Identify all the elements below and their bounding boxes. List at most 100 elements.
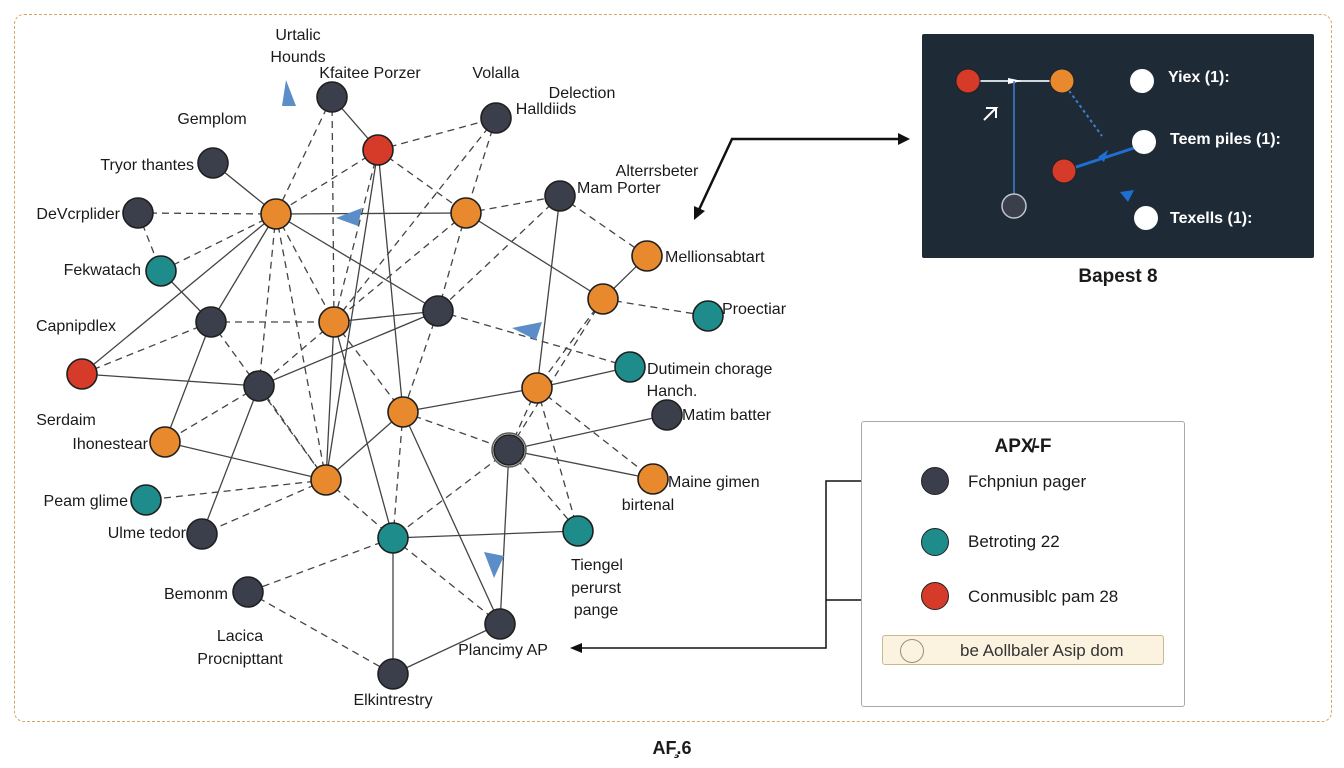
graph-node-orange[interactable] xyxy=(260,198,292,230)
graph-edge xyxy=(508,449,654,480)
graph-node-teal[interactable] xyxy=(377,522,409,554)
arrowhead-icon xyxy=(694,206,705,220)
graph-edge xyxy=(437,195,561,312)
graph-edge xyxy=(325,411,404,481)
diagram-label: perurst xyxy=(571,580,621,597)
inset-arrow-icon xyxy=(983,107,999,121)
radio-circle-icon[interactable] xyxy=(900,639,924,663)
graph-node-orange[interactable] xyxy=(318,306,350,338)
node-label: Bemonm xyxy=(164,586,228,603)
graph-edge xyxy=(331,96,335,323)
graph-node-dark[interactable] xyxy=(544,180,576,212)
diagram-label: Halldiids xyxy=(516,101,576,118)
inset-item-label: Yiex (1): xyxy=(1168,69,1230,86)
graph-node-dark[interactable] xyxy=(122,197,154,229)
inset-panel: Yiex (1): Teem piles (1): Texells (1): xyxy=(922,34,1314,258)
graph-edge xyxy=(392,449,510,539)
legend-item-label: Fchpniun pager xyxy=(968,472,1087,491)
graph-node-dark[interactable] xyxy=(197,147,229,179)
node-label: Maine gimen xyxy=(668,474,760,491)
inset-caption: Bapest 8 xyxy=(1078,266,1158,287)
graph-edge xyxy=(392,530,579,539)
graph-node-orange[interactable] xyxy=(521,372,553,404)
graph-node-dark[interactable] xyxy=(422,295,454,327)
graph-node-teal[interactable] xyxy=(145,255,177,287)
legend-action-label[interactable]: be Aollbaler Asip dom xyxy=(960,641,1124,660)
graph-node-dark[interactable] xyxy=(195,306,227,338)
graph-edge xyxy=(333,212,467,323)
legend-title: APX̸-F xyxy=(994,436,1052,457)
node-label: Kfaitee Porzer xyxy=(319,65,421,82)
arrowhead-icon xyxy=(484,552,504,578)
node-label: Tiengel xyxy=(571,557,623,574)
graph-node-red[interactable] xyxy=(66,358,98,390)
legend-panel: APX̸-F Fchpniun pager Betroting 22 Conmu… xyxy=(861,421,1185,707)
diagram-frame xyxy=(14,14,1332,722)
graph-node-dark[interactable] xyxy=(484,608,516,640)
graph-node-dark[interactable] xyxy=(377,658,409,690)
inset-item-dot xyxy=(1132,130,1156,154)
graph-edge xyxy=(377,149,467,214)
graph-node-orange[interactable] xyxy=(149,426,181,458)
graph-edge xyxy=(258,213,277,387)
nodes-layer xyxy=(66,81,724,690)
diagram-label: Delection xyxy=(549,85,616,102)
graph-edge xyxy=(402,310,439,413)
arrowhead-icon xyxy=(898,133,910,145)
graph-edge xyxy=(164,385,260,443)
graph-node-orange[interactable] xyxy=(450,197,482,229)
graph-node-dark[interactable] xyxy=(316,81,348,113)
graph-node-dark[interactable] xyxy=(186,518,218,550)
node-label: Plancimy AP xyxy=(458,642,548,659)
graph-node-dark[interactable] xyxy=(243,370,275,402)
graph-node-teal[interactable] xyxy=(130,484,162,516)
graph-edge xyxy=(201,385,260,535)
graph-node-teal[interactable] xyxy=(562,515,594,547)
graph-node-orange[interactable] xyxy=(637,463,669,495)
graph-node-dark[interactable] xyxy=(232,576,264,608)
graph-node-red[interactable] xyxy=(362,134,394,166)
inset-node-red xyxy=(1051,158,1077,184)
graph-edge xyxy=(247,537,394,593)
diagram-label: Urtalic xyxy=(275,27,320,44)
arrows-layer xyxy=(282,80,542,578)
graph-node-dark[interactable] xyxy=(480,102,512,134)
graph-edge xyxy=(210,321,327,481)
node-label: Proectiar xyxy=(722,301,787,318)
graph-edge xyxy=(402,411,501,625)
arrowhead-icon xyxy=(282,80,296,106)
inset-item-dot xyxy=(1130,69,1154,93)
legend-red-node-icon xyxy=(921,582,949,610)
graph-node-teal[interactable] xyxy=(692,300,724,332)
graph-edge xyxy=(247,591,394,675)
graph-edge xyxy=(275,212,467,215)
node-label: Capnipdlex xyxy=(36,318,116,335)
graph-node-dark[interactable] xyxy=(493,434,525,466)
diagram-label: pange xyxy=(574,602,619,619)
node-label: Volalla xyxy=(472,65,519,82)
graph-node-orange[interactable] xyxy=(387,396,419,428)
legend-item-label: Conmusiblc pam 28 xyxy=(968,587,1119,606)
legend-action-button[interactable] xyxy=(882,635,1164,665)
graph-edge xyxy=(465,117,497,214)
legend-item-label: Betroting 22 xyxy=(968,532,1060,551)
graph-edge xyxy=(437,212,467,312)
inset-arrow-icon xyxy=(1120,190,1134,202)
legend-teal-node-icon xyxy=(921,528,949,556)
graph-edge xyxy=(465,212,604,300)
diagram-label: Hounds xyxy=(270,49,325,66)
arrowhead-icon xyxy=(336,208,362,226)
inset-item-dot xyxy=(1134,206,1158,230)
inset-arrow-icon xyxy=(1008,78,1022,84)
diagram-label: Gemplom xyxy=(177,111,246,128)
diagram-label: birtenal xyxy=(622,497,674,514)
graph-node-orange[interactable] xyxy=(587,283,619,315)
graph-node-teal[interactable] xyxy=(614,351,646,383)
graph-node-dark[interactable] xyxy=(651,399,683,431)
graph-edge xyxy=(325,149,379,481)
graph-edge xyxy=(536,366,631,389)
graph-edge xyxy=(402,387,538,413)
graph-edge xyxy=(392,623,501,675)
graph-node-orange[interactable] xyxy=(310,464,342,496)
graph-node-orange[interactable] xyxy=(631,240,663,272)
